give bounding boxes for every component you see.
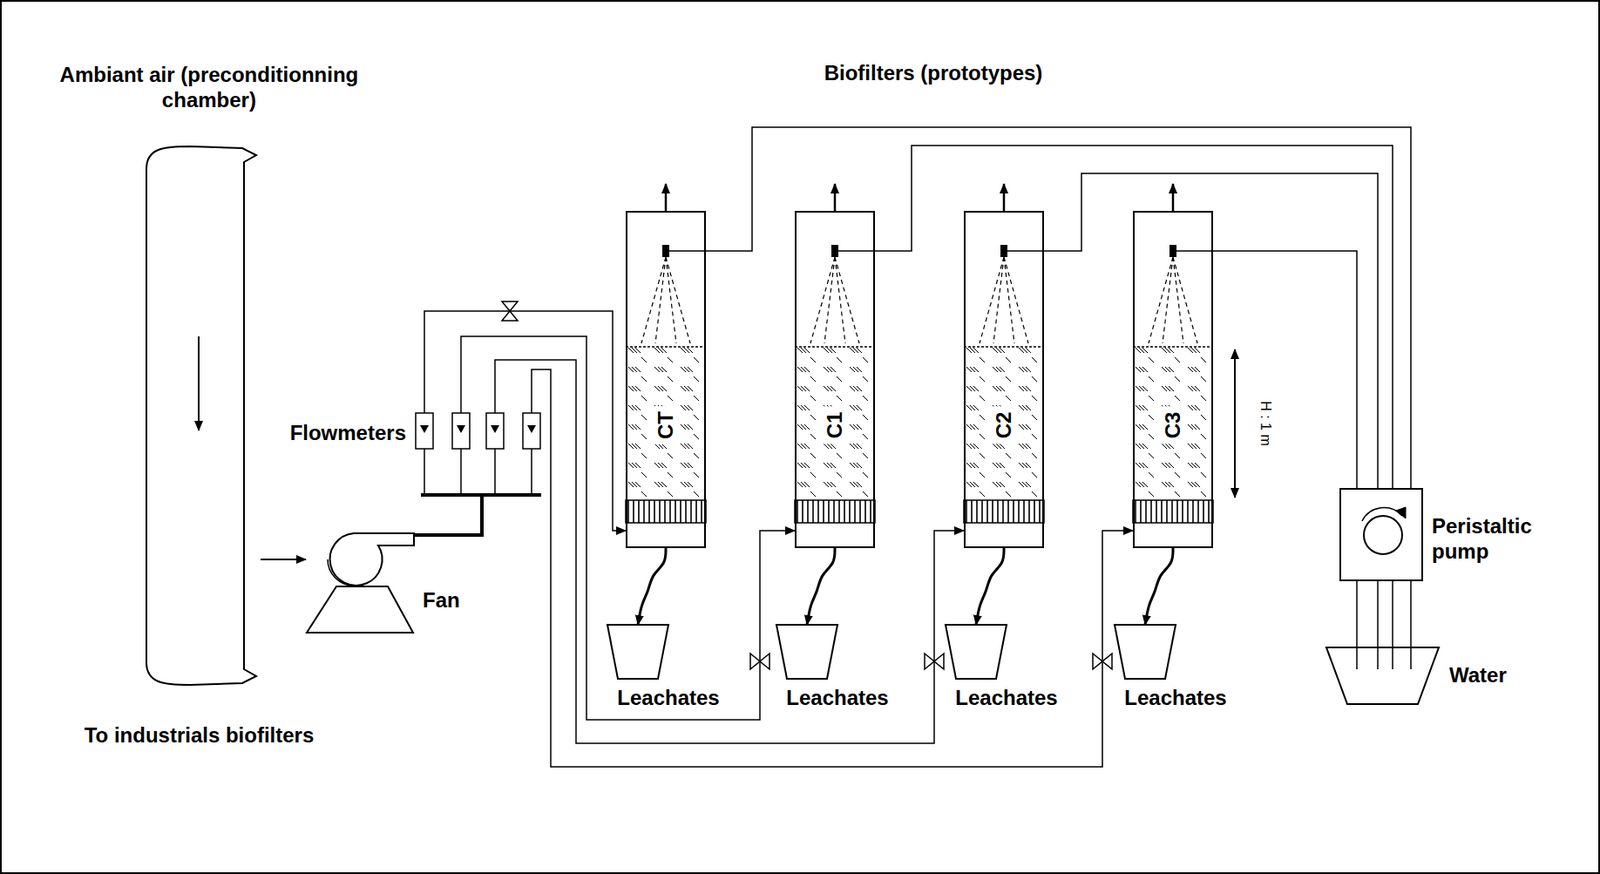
preconditioning-chamber-shape bbox=[137, 142, 261, 689]
leachate-beaker: Leachates bbox=[776, 624, 838, 679]
node-text: Leachates bbox=[955, 685, 1058, 712]
leachate-beaker-shape bbox=[945, 624, 1007, 679]
column-internals bbox=[963, 183, 1045, 523]
peristaltic-pump: Peristaltic pump bbox=[1339, 488, 1424, 582]
flowmeter-body bbox=[415, 413, 434, 449]
valve-symbol bbox=[750, 653, 770, 670]
valve bbox=[501, 301, 1112, 670]
node-text: Leachates bbox=[786, 685, 889, 712]
leachate-beaker-shape bbox=[607, 624, 669, 679]
dimension-label: H : 1 m bbox=[1256, 400, 1274, 447]
flowmeter-float bbox=[490, 425, 500, 434]
beaker-outline bbox=[1114, 624, 1176, 679]
fan: Fan bbox=[305, 522, 414, 634]
flowmeter-body bbox=[452, 413, 470, 449]
pipe-connector bbox=[806, 548, 835, 625]
pipe-connector bbox=[1376, 581, 1379, 648]
node-text: Leachates bbox=[616, 685, 719, 712]
chamber-outline bbox=[146, 146, 257, 663]
biofilter-column: C3 bbox=[1132, 210, 1214, 549]
leachate-beaker: Leachates bbox=[1114, 624, 1176, 679]
diagram-title: Biofilters (prototypes) bbox=[824, 61, 1044, 87]
pipe-connector bbox=[413, 336, 795, 720]
column-internals bbox=[794, 183, 875, 523]
node-text: C2 bbox=[991, 406, 1017, 445]
leachate-beaker-shape bbox=[776, 624, 838, 679]
flowmeter-float bbox=[527, 425, 536, 434]
flowmeter-float bbox=[456, 425, 466, 434]
flowmeter-float bbox=[420, 425, 429, 434]
flowmeter-body bbox=[522, 413, 541, 449]
part-label: Flowmeters bbox=[290, 420, 407, 447]
flowmeter-body bbox=[486, 413, 504, 449]
valve-symbol bbox=[1092, 653, 1112, 670]
water-tank bbox=[1326, 647, 1439, 705]
height-dimension bbox=[1233, 349, 1236, 498]
rotation-arrow bbox=[1362, 508, 1403, 522]
fan-housing bbox=[330, 533, 414, 586]
biofilter-column: C2 bbox=[963, 210, 1045, 549]
node-text: Water bbox=[1449, 663, 1507, 689]
peristaltic-pump-shape bbox=[1341, 489, 1425, 584]
pipe-connector bbox=[413, 311, 626, 536]
pipe-connector bbox=[637, 548, 666, 625]
leachate-beaker: Leachates bbox=[945, 624, 1007, 679]
leachate-beaker-shape bbox=[1114, 624, 1176, 679]
node-text: Fan bbox=[422, 588, 461, 614]
leachate-beaker: Leachates bbox=[607, 624, 669, 679]
column-internals bbox=[1132, 183, 1214, 523]
node-text: CT bbox=[653, 406, 679, 445]
node-text: Ambiant air (preconditionning chamber) bbox=[43, 62, 375, 114]
node-text: Leachates bbox=[1124, 685, 1227, 712]
valve-symbol bbox=[501, 301, 518, 321]
preconditioning-chamber: Ambiant air (preconditionning chamber)To… bbox=[137, 142, 261, 689]
fan-shape bbox=[305, 522, 414, 634]
water-tank-shape bbox=[1326, 647, 1439, 705]
rotation-arrowhead bbox=[1396, 507, 1406, 519]
air-manifold bbox=[413, 494, 542, 536]
water-tank: Water bbox=[1326, 647, 1439, 705]
fan-stand bbox=[306, 586, 414, 633]
biofilter-column: C1 bbox=[794, 210, 875, 549]
beaker-outline bbox=[945, 624, 1007, 679]
fan-housing bbox=[327, 559, 354, 586]
pipe-connector bbox=[1145, 548, 1173, 625]
beaker-outline bbox=[776, 624, 838, 679]
column-internals bbox=[625, 183, 706, 523]
beaker-outline bbox=[607, 624, 669, 679]
pump-rotor bbox=[1363, 515, 1403, 555]
valve-symbol bbox=[924, 653, 944, 670]
biofilter-column: CT bbox=[625, 210, 706, 549]
node-text: Peristaltic pump bbox=[1431, 514, 1572, 565]
node-text: C3 bbox=[1160, 406, 1187, 445]
flowmeter bbox=[415, 413, 541, 449]
chamber-outline bbox=[146, 662, 257, 685]
node-text: C1 bbox=[822, 406, 848, 445]
suction-tube bbox=[1356, 581, 1411, 670]
flow-arrow bbox=[197, 336, 200, 431]
node-text: To industrials biofilters bbox=[84, 723, 315, 749]
pipe-connector bbox=[260, 558, 306, 561]
pipe-connector bbox=[976, 548, 1004, 625]
